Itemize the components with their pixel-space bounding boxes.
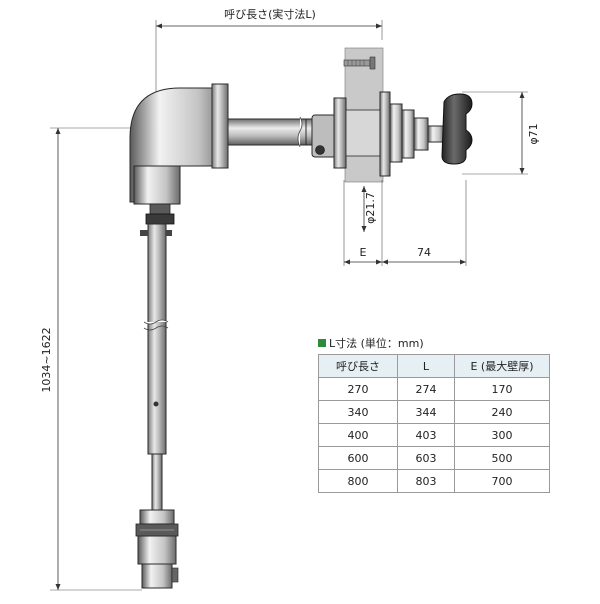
header-e-max-wall: E (最大壁厚) — [454, 354, 550, 378]
vertical-rod — [140, 223, 172, 511]
table-cell: 403 — [397, 423, 455, 447]
table-row: 400 403 300 — [318, 423, 550, 447]
e-74-dimensions: E 74 — [343, 180, 467, 266]
height-dimension: 1034~1622 — [40, 127, 142, 591]
table-cell: 240 — [454, 400, 550, 424]
spout-pipe — [225, 91, 473, 177]
l-dimension-table: 呼び長さ L E (最大壁厚) 270 274 170 340 344 240 … — [318, 354, 550, 493]
dim-74-label: 74 — [417, 246, 431, 259]
table-cell: 700 — [454, 469, 550, 493]
green-square-icon — [318, 339, 326, 347]
valve-handle — [441, 93, 473, 165]
table-title-text: L寸法 (単位：mm) — [329, 337, 424, 350]
table-cell: 600 — [318, 446, 398, 470]
header-l: L — [397, 354, 455, 378]
table-cell: 803 — [397, 469, 455, 493]
table-row: 340 344 240 — [318, 400, 550, 424]
table-cell: 603 — [397, 446, 455, 470]
table-header-row: 呼び長さ L E (最大壁厚) — [318, 354, 550, 378]
table-cell: 800 — [318, 469, 398, 493]
diameter-21-7-label: φ21.7 — [364, 192, 377, 224]
table-row: 600 603 500 — [318, 446, 550, 470]
table-cell: 400 — [318, 423, 398, 447]
table-cell: 274 — [397, 377, 455, 401]
table-cell: 500 — [454, 446, 550, 470]
bottom-connector — [135, 509, 179, 589]
table-cell: 340 — [318, 400, 398, 424]
table-cell: 300 — [454, 423, 550, 447]
diameter-21-7-dimension: φ21.7 — [361, 186, 377, 232]
wall-screw — [343, 56, 376, 70]
table-cell: 170 — [454, 377, 550, 401]
table-cell: 270 — [318, 377, 398, 401]
table-title: L寸法 (単位：mm) — [318, 337, 550, 351]
table-row: 800 803 700 — [318, 469, 550, 493]
elbow-body — [129, 83, 229, 225]
nominal-length-label: 呼び長さ(実寸法L) — [224, 7, 316, 21]
table-cell: 344 — [397, 400, 455, 424]
e-label: E — [360, 246, 367, 259]
table-row: 270 274 170 — [318, 377, 550, 401]
diameter-71-label: φ71 — [527, 123, 540, 144]
header-nominal-length: 呼び長さ — [318, 354, 398, 378]
l-dimension-table-block: L寸法 (単位：mm) 呼び長さ L E (最大壁厚) 270 274 170 … — [318, 337, 550, 493]
height-label: 1034~1622 — [40, 327, 53, 392]
diameter-71-dimension: φ71 — [462, 91, 540, 175]
